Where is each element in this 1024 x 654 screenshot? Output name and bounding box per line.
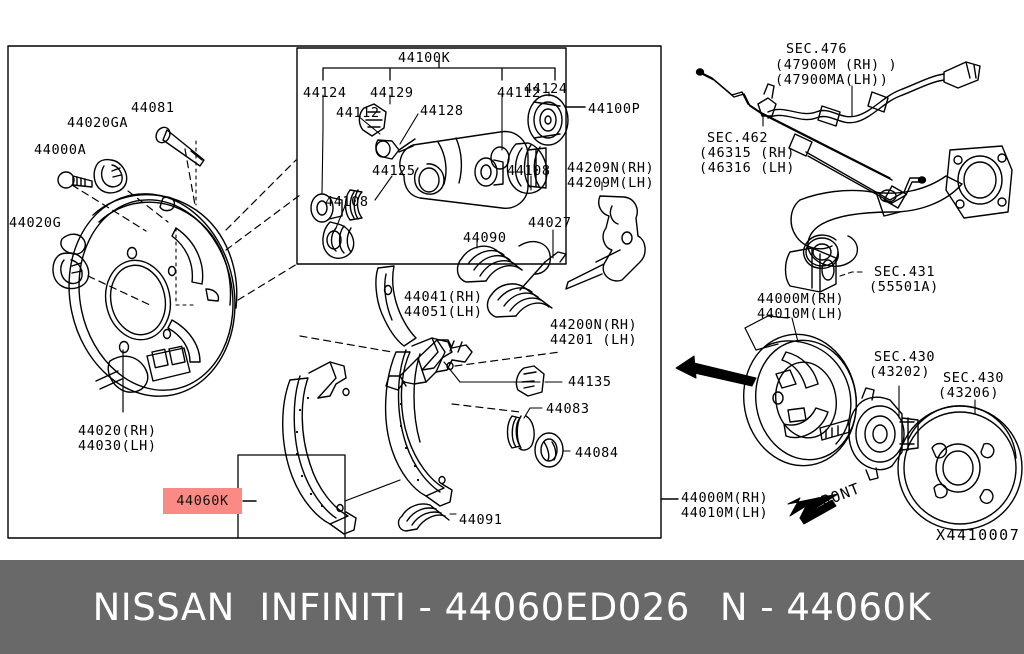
label-44209N-rh: 44209N(RH) — [567, 160, 655, 176]
label-44010M-lh: 44010M(LH) — [757, 306, 845, 322]
brake-shoe-right — [384, 337, 454, 507]
brake-shoe-left — [282, 361, 357, 535]
backing-plate-drawing — [60, 193, 238, 397]
label-sec430-hub: SEC.430 — [874, 349, 936, 365]
leader-shoe — [344, 479, 401, 502]
label-44083: 44083 — [546, 401, 590, 417]
label-sec431: SEC.431 — [874, 264, 936, 280]
label-43206: (43206) — [938, 385, 1000, 401]
footer-part-number: N - 44060K — [719, 585, 932, 629]
brake-drum-43206 — [897, 405, 1023, 531]
label-44030-lh: 44030(LH) — [78, 438, 157, 454]
leader-sec431 — [839, 271, 863, 277]
label-44201-lh: 44201 (LH) — [550, 332, 638, 348]
piston-right-44112 — [474, 157, 504, 187]
seal-44124-right — [527, 94, 569, 146]
lever-44041 — [375, 265, 417, 347]
drawing-code: X4410007 — [936, 526, 1021, 544]
boot-44108-lower — [322, 221, 355, 259]
label-44129: 44129 — [370, 85, 414, 101]
label-44209M-lh: 44209M(LH) — [567, 175, 655, 191]
label-44041-rh: 44041(RH) — [404, 289, 483, 305]
label-46316-lh: (46316 (LH) — [699, 160, 796, 176]
rod-44027 — [544, 251, 567, 263]
label-44020GA: 44020GA — [67, 115, 129, 131]
footer-bar: NISSAN INFINITI - 44060ED026 N - 44060K — [0, 560, 1024, 654]
lever-44209 — [565, 181, 646, 290]
spring-lower — [486, 283, 553, 318]
label-44000A: 44000A — [34, 142, 87, 158]
spring-44091 — [397, 503, 450, 532]
label-44124-left: 44124 — [303, 85, 347, 101]
retainer-44084 — [534, 432, 564, 468]
label-44020-rh: 44020(RH) — [78, 423, 157, 439]
label-44084: 44084 — [575, 445, 619, 461]
label-sec430-drum: SEC.430 — [943, 370, 1005, 386]
label-44051-lh: 44051(LH) — [404, 304, 483, 320]
label-44091: 44091 — [459, 512, 503, 528]
diagram-linework — [7, 45, 1023, 539]
rod-44027-shaft — [519, 261, 546, 291]
hardware-44081-bolt — [155, 126, 205, 167]
label-44081: 44081 — [131, 100, 175, 116]
label-55501A: (55501A) — [869, 279, 939, 295]
label-44135: 44135 — [568, 374, 612, 390]
label-44027: 44027 — [528, 215, 572, 231]
bracket-44100K — [322, 59, 556, 81]
label-44010M-lh-2: 44010M(LH) — [681, 505, 769, 521]
label-44000M-rh-2: 44000M(RH) — [681, 490, 769, 506]
hardware-44020GA — [93, 158, 128, 194]
label-47900MA-lh: (47900MA(LH)) — [775, 72, 889, 88]
hardware-44020G — [52, 252, 90, 290]
label-44020G: 44020G — [9, 215, 62, 231]
washer-44112 — [490, 146, 510, 170]
callout-box-44060K — [237, 454, 346, 539]
wheel-cylinder-exploded — [310, 91, 569, 259]
cup-44108-left — [344, 189, 363, 221]
clip-44135 — [515, 365, 545, 397]
label-44200N-rh: 44200N(RH) — [550, 317, 638, 333]
leader-44083 — [523, 407, 543, 419]
rear-brake-assembly — [742, 333, 858, 467]
label-44108-right: 44108 — [507, 163, 551, 179]
wheel-cylinder-box — [296, 47, 567, 265]
highlighted-part-label-44060K[interactable]: 44060K — [163, 488, 242, 514]
rear-suspension-arm — [790, 145, 1013, 269]
label-44124-right: 44124 — [524, 81, 568, 97]
label-sec476: SEC.476 — [786, 41, 848, 57]
label-44090: 44090 — [463, 230, 507, 246]
boot-44108-right — [506, 142, 548, 195]
spring-44090 — [456, 241, 551, 283]
diagram-canvas: 44000A 44020GA 44081 44020G 44020(RH) 44… — [7, 41, 1023, 544]
label-47900M-rh: (47900M (RH) ) — [775, 57, 898, 73]
label-43202: (43202) — [869, 364, 931, 380]
adjuster-44200N — [385, 339, 473, 391]
tube-clamp-1 — [788, 133, 813, 157]
washer-44083 — [506, 415, 535, 451]
label-44108-left: 44108 — [325, 194, 369, 210]
leader-44200N — [443, 361, 541, 383]
brake-tube-lower — [805, 151, 927, 209]
label-44000M-rh: 44000M(RH) — [757, 291, 845, 307]
label-44112-right: 44112 — [497, 85, 541, 101]
label-46315-rh: (46315 (RH) — [699, 145, 796, 161]
hardware-44000A — [57, 171, 93, 189]
label-sec462: SEC.462 — [707, 130, 769, 146]
label-44100P: 44100P — [588, 101, 641, 117]
leader-44000M — [791, 317, 799, 343]
label-44100K: 44100K — [398, 50, 451, 66]
sec431-part — [784, 247, 837, 293]
label-44112-left: 44112 — [336, 105, 380, 121]
label-44128: 44128 — [420, 103, 464, 119]
label-44125: 44125 — [372, 163, 416, 179]
abs-harness-47900M — [757, 61, 981, 127]
footer-brand-part: NISSAN INFINITI - 44060ED026 — [92, 585, 690, 629]
transfer-arrow — [675, 355, 757, 387]
front-arrow — [787, 493, 839, 525]
left-panel-frame — [7, 45, 662, 539]
